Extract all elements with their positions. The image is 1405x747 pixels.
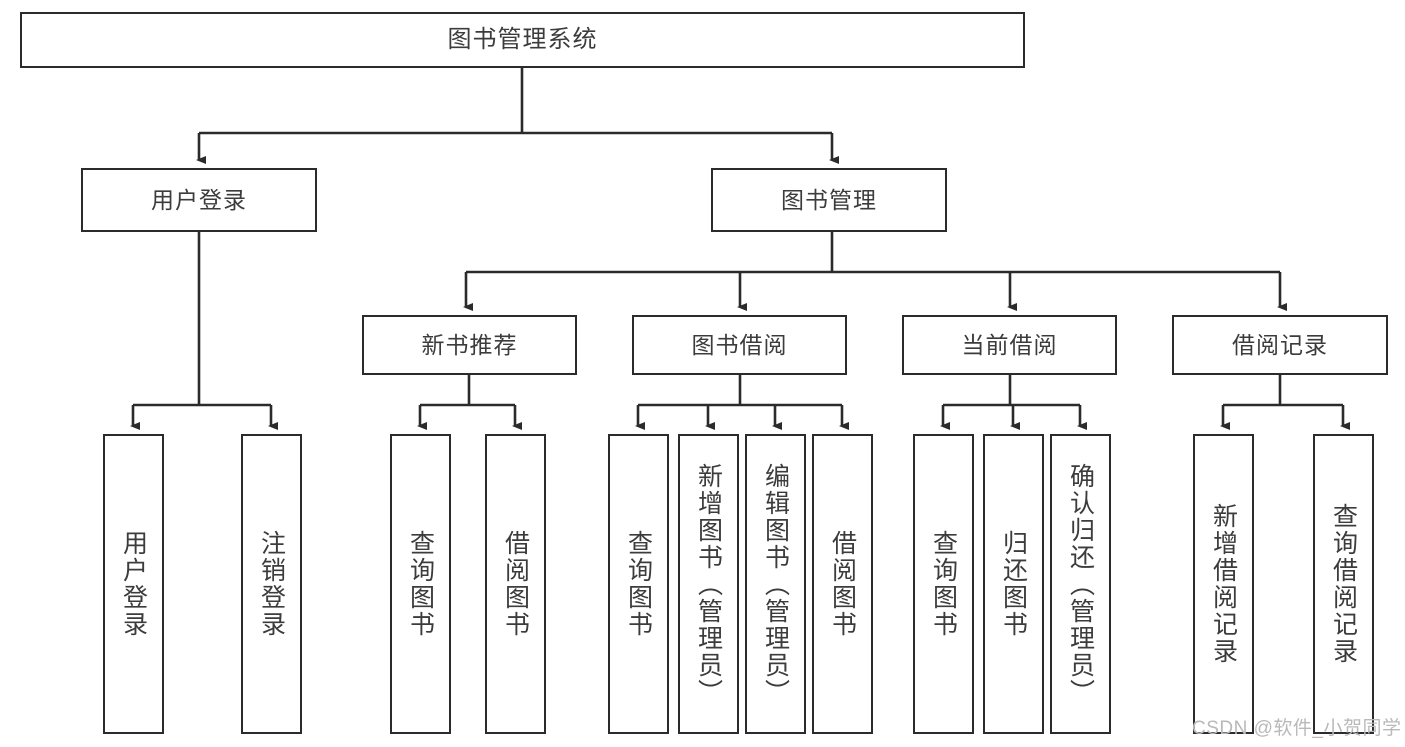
node-leaf-add-borrow-record[interactable]: 新增借阅记录 bbox=[1193, 434, 1254, 734]
node-leaf-borrow-book-2[interactable]: 借阅图书 bbox=[812, 434, 873, 734]
node-label: 查询图书 bbox=[406, 530, 435, 638]
node-label: 新增图书（管理员） bbox=[694, 462, 723, 706]
node-label: 借阅图书 bbox=[828, 530, 857, 638]
node-label: 查询图书 bbox=[929, 530, 958, 638]
node-leaf-logout-login[interactable]: 注销登录 bbox=[241, 434, 302, 734]
node-label: 用户登录 bbox=[151, 186, 247, 213]
node-leaf-return-book[interactable]: 归还图书 bbox=[983, 434, 1044, 734]
node-label: 当前借阅 bbox=[961, 331, 1058, 358]
node-leaf-query-book-3[interactable]: 查询图书 bbox=[913, 434, 974, 734]
node-current-borrow[interactable]: 当前借阅 bbox=[902, 315, 1117, 375]
node-leaf-query-borrow-record[interactable]: 查询借阅记录 bbox=[1313, 434, 1374, 734]
node-leaf-borrow-book-1[interactable]: 借阅图书 bbox=[485, 434, 546, 734]
node-leaf-query-book-1[interactable]: 查询图书 bbox=[390, 434, 451, 734]
node-label: 用户登录 bbox=[119, 530, 148, 638]
node-label: 图书管理 bbox=[781, 186, 877, 213]
node-label: 查询借阅记录 bbox=[1329, 503, 1358, 665]
node-label: 新增借阅记录 bbox=[1209, 503, 1238, 665]
node-label: 图书借阅 bbox=[691, 331, 788, 358]
node-label: 确认归还（管理员） bbox=[1066, 462, 1095, 706]
node-leaf-confirm-return[interactable]: 确认归还（管理员） bbox=[1050, 434, 1111, 734]
node-label: 查询图书 bbox=[624, 530, 653, 638]
node-label: 借阅记录 bbox=[1232, 331, 1328, 358]
node-leaf-add-book[interactable]: 新增图书（管理员） bbox=[678, 434, 739, 734]
node-label: 编辑图书（管理员） bbox=[761, 462, 790, 706]
node-label: 新书推荐 bbox=[421, 331, 518, 358]
node-label: 图书管理系统 bbox=[447, 26, 598, 54]
node-book-management[interactable]: 图书管理 bbox=[711, 168, 947, 232]
node-book-borrow[interactable]: 图书借阅 bbox=[632, 315, 847, 375]
node-leaf-user-login[interactable]: 用户登录 bbox=[103, 434, 164, 734]
node-leaf-query-book-2[interactable]: 查询图书 bbox=[608, 434, 669, 734]
node-borrow-record[interactable]: 借阅记录 bbox=[1172, 315, 1388, 375]
node-new-book-recommend[interactable]: 新书推荐 bbox=[362, 315, 577, 375]
node-label: 注销登录 bbox=[257, 530, 286, 638]
node-leaf-edit-book[interactable]: 编辑图书（管理员） bbox=[745, 434, 806, 734]
node-label: 归还图书 bbox=[999, 530, 1028, 638]
node-user-login[interactable]: 用户登录 bbox=[81, 168, 317, 232]
node-label: 借阅图书 bbox=[501, 530, 530, 638]
node-book-management-system[interactable]: 图书管理系统 bbox=[20, 12, 1025, 68]
